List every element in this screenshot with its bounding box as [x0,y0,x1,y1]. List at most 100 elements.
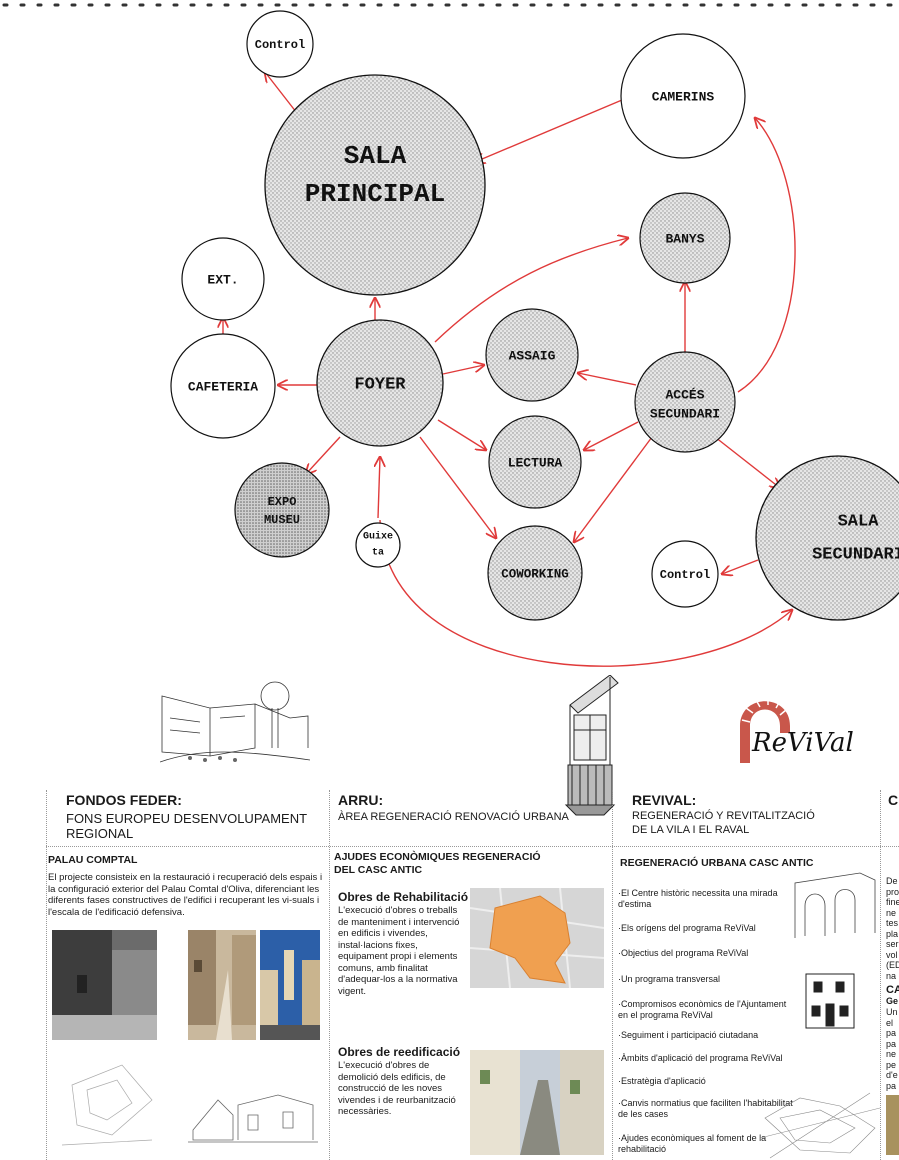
reedificacio-body: L'execució d'obres de demolició dels edi… [338,1060,456,1117]
svg-text:EXPO: EXPO [268,495,297,509]
revival-title: REVIVAL: [632,792,697,808]
relation-arrows [223,72,796,667]
narrow-street-photo [470,1050,604,1155]
svg-text:ta: ta [372,548,384,559]
revival-arch-icon [740,698,790,763]
node-cafeteria: CAFETERIA [170,333,276,439]
node-expo-museu: EXPO MUSEU [234,462,330,558]
col4-body-fragments: De pro fine ne tes pla ser vol (ED na [886,876,899,981]
svg-text:SALA: SALA [344,141,407,171]
revival-logo-text: ReViVal [752,728,854,758]
svg-text:CAFETERIA: CAFETERIA [188,379,258,394]
arrow-foyer-to-expo [306,436,341,474]
revival-item: ·Estratègia d'aplicació [618,1076,706,1086]
rehabilitacio-body: L'execució d'obres o treballs de manteni… [338,905,460,997]
balcony-sketch-image [564,675,619,816]
svg-text:EXT.: EXT. [207,272,238,287]
col4-title-fragment: C [888,792,899,808]
arru-subtitle: ÀREA REGENERACIÓ RENOVACIÓ URBANA [338,811,569,823]
svg-text:SECUNDARI: SECUNDARI [650,406,720,421]
arrow-foyer-to-assaig [442,365,484,375]
revival-item: ·El Centre històric necessita una mirada… [618,888,778,909]
casc-antic-map [470,888,604,988]
arrow-acces-to-salasec [714,436,780,488]
old-photo-street [52,930,157,1040]
column-divider-4 [880,790,881,1160]
arru-title: ARRU: [338,792,384,808]
revival-item: ·Compromisos econòmics de l'Ajuntament e… [618,999,787,1020]
revival-item: ·Objectius del programa ReViVal [618,948,749,958]
node-assaig: ASSAIG [485,308,579,402]
svg-text:ACCÉS: ACCÉS [665,387,704,402]
column-divider-3 [612,790,613,1160]
arrow-foyer-to-coworking [419,436,496,538]
space-relations-diagram: SALA PRINCIPAL Control CAMERINS BANYS EX… [170,10,899,667]
section-drawing [188,1094,318,1143]
svg-text:ASSAIG: ASSAIG [509,348,556,363]
revival-subtitle-a: REGENERACIÓ Y REVITALITZACIÓ [632,810,815,822]
feder-subtitle-a: FONS EUROPEU DESENVOLUPAMENT [66,811,308,826]
node-lectura: LECTURA [488,415,582,509]
node-coworking: COWORKING [487,525,583,621]
svg-text:CAMERINS: CAMERINS [652,89,715,104]
revival-item: ·Àmbits d'aplicació del programa ReViVal [618,1053,783,1063]
arrow-salasec-to-control [722,559,759,574]
revival-item: ·Els orígens del programa ReViVal [618,923,756,933]
arrow-guixeta-to-salasec [379,519,792,667]
arrow-acces-to-lectura [584,421,639,450]
reedificacio-title: Obres de reedificació [338,1045,461,1059]
node-sala-principal: SALA PRINCIPAL [264,74,486,296]
arrow-camerins-to-sala [475,99,623,162]
feder-title: FONDOS FEDER: [66,792,182,808]
svg-text:PRINCIPAL: PRINCIPAL [305,179,445,209]
col4-section-fragment: CA [886,984,899,996]
col4-section-sub: Ge [886,996,899,1006]
node-foyer: FOYER [316,319,444,447]
arrow-acces-to-assaig [578,373,637,386]
col4-photo-fragment [886,1095,899,1155]
svg-text:BANYS: BANYS [665,231,704,246]
arrow-guixeta-to-foyer [378,457,380,519]
node-camerins: CAMERINS [620,33,746,159]
header-divider [46,846,899,847]
photo-street-sepia [188,930,256,1040]
col4-body2-fragments: Un el pa pa ne pe d'e pa [886,1007,898,1091]
palau-comptal-title: PALAU COMPTAL [48,854,138,866]
node-guixeta: Guixe ta [355,522,401,568]
svg-text:Control: Control [255,38,305,52]
svg-text:Guixe: Guixe [363,531,393,543]
regeneracio-title: REGENERACIÓ URBANA CASC ANTIC [620,857,814,869]
node-sala-secundari: SALA SECUNDARI [755,455,899,621]
arches-drawing [794,872,876,938]
column-divider-2 [329,790,330,1160]
photo-church-tower [260,930,320,1040]
plan-drawing [61,1064,153,1146]
svg-text:MUSEU: MUSEU [264,513,300,527]
feder-subtitle-b: REGIONAL [66,826,134,841]
node-control-bottom: Control [651,540,719,608]
svg-text:SECUNDARI: SECUNDARI [812,545,899,564]
revival-item: ·Seguiment i participació ciutadana [618,1030,759,1040]
node-control-top: Control [246,10,314,78]
node-ext: EXT. [181,237,265,321]
revival-item: ·Canvis normatius que faciliten l'habita… [618,1098,793,1119]
node-acces-secundari: ACCÉS SECUNDARI [634,351,736,453]
revival-item: ·Ajudes econòmiques al foment de la reha… [618,1133,767,1154]
rehabilitacio-title: Obres de Rehabilitació [338,890,469,904]
arrow-acces-to-camerins [737,118,796,393]
street-sketch-image [160,681,310,763]
svg-text:FOYER: FOYER [354,375,406,394]
arrow-acces-to-coworking [574,436,653,542]
svg-text:LECTURA: LECTURA [508,455,563,470]
node-banys: BANYS [639,192,731,284]
ajudes-title: AJUDES ECONÒMIQUES REGENERACIÓ DEL CASC … [334,851,541,876]
column-divider-1 [46,790,47,1160]
revival-logo: ReViVal [730,688,880,768]
svg-text:COWORKING: COWORKING [501,567,569,581]
arrow-foyer-to-lectura [437,419,486,450]
casc-antic-plan [760,1092,880,1159]
revival-subtitle-b: DE LA VILA I EL RAVAL [632,824,750,836]
house-facade-drawing [805,973,855,1029]
svg-text:SALA: SALA [838,512,880,531]
palau-comptal-body: El projecte consisteix en la restauració… [48,872,323,918]
